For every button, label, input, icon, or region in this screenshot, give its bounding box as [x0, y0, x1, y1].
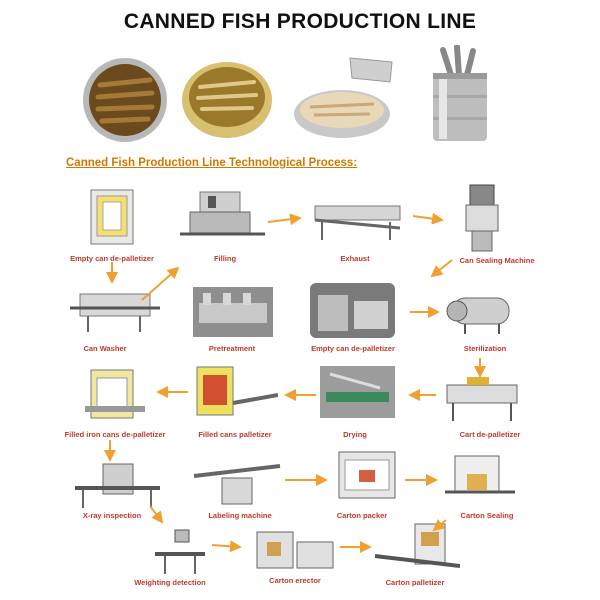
step-label: Drying — [343, 430, 367, 439]
step-label: Pretreatment — [208, 344, 256, 353]
step-label: Can Washer — [83, 344, 127, 353]
filling-machine — [180, 190, 265, 245]
exhaust-machine — [310, 198, 405, 243]
tin-can-photo — [425, 45, 495, 145]
step-label: Labeling machine — [208, 511, 272, 520]
step-label: Carton palletizer — [385, 578, 445, 587]
step-label: Cart de-palletizer — [459, 430, 521, 439]
step-label: Empty can de-palletizer — [70, 254, 154, 263]
oval-fish-can-photo — [290, 52, 400, 142]
step-label: Weighting detection — [134, 578, 206, 587]
step-label: Carton packer — [336, 511, 388, 520]
sardine-can-photo-2 — [180, 52, 275, 142]
page-title: CANNED FISH PRODUCTION LINE — [123, 10, 477, 33]
empty-can-depalletizer-machine — [85, 188, 140, 248]
pretreatment-photo — [193, 287, 273, 337]
flow-arrow — [267, 213, 302, 226]
step-label: Carton erector — [269, 576, 321, 585]
step-label: Filling — [213, 254, 237, 263]
carton-packer-machine — [335, 450, 400, 505]
step-label: Filled cans palletizer — [198, 430, 272, 439]
empty-can-depalletizer-photo — [310, 283, 395, 338]
carton-palletizer-machine — [375, 522, 460, 577]
weighting-detection-machine — [155, 528, 205, 576]
step-label: Exhaust — [340, 254, 370, 263]
flow-arrow — [211, 540, 242, 553]
can-washer-machine — [70, 290, 160, 335]
step-label: Carton Sealing — [460, 511, 514, 520]
filled-iron-cans-depalletizer-machine — [85, 368, 145, 423]
labeling-machine — [192, 458, 282, 508]
can-sealing-machine — [460, 183, 505, 253]
step-label: Empty can de-palletizer — [311, 344, 395, 353]
step-label: Filled iron cans de-palletizer — [64, 430, 166, 439]
x-ray-inspection-machine — [75, 462, 160, 510]
drying-photo — [320, 366, 395, 418]
sterilization-machine — [445, 290, 515, 335]
carton-sealing-machine — [445, 452, 515, 507]
carton-erector-machine — [253, 528, 338, 576]
process-subtitle: Canned Fish Production Line Technologica… — [66, 157, 358, 169]
filled-cans-palletizer-machine — [193, 365, 278, 420]
flow-arrow — [412, 212, 444, 225]
step-label: Sterilization — [463, 344, 507, 353]
cart-depalletizer-machine — [443, 375, 523, 423]
step-label: Can Sealing Machine — [459, 256, 535, 265]
sardine-can-photo-1 — [80, 55, 170, 145]
step-label: X-ray inspection — [82, 511, 142, 520]
